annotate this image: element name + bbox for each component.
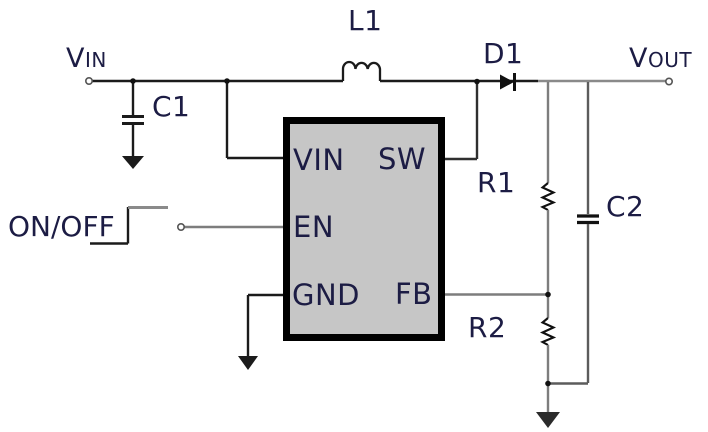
vout-label: VOUT — [629, 44, 692, 72]
junction-dot — [130, 78, 136, 84]
junction-dot — [224, 78, 230, 84]
r2-label: R2 — [468, 311, 507, 344]
d1-label: D1 — [483, 37, 524, 70]
r2-resistor-symbol — [539, 317, 557, 346]
junction-dot — [545, 380, 551, 387]
vout-label-suffix: OUT — [647, 48, 693, 72]
vin-terminal — [85, 77, 94, 86]
diode-symbol — [500, 74, 514, 90]
on-off-label: ON/OFF — [8, 210, 115, 243]
ic-body — [283, 117, 445, 341]
enable-terminal — [177, 223, 186, 232]
ground-symbol-c1 — [122, 156, 144, 169]
ic-pin-label-gnd: GND — [292, 278, 360, 312]
junction-dot — [474, 78, 480, 85]
c2-label: C2 — [606, 190, 645, 223]
ground-symbol-ic — [238, 356, 258, 370]
inductor-symbol — [341, 60, 382, 81]
c1-label: C1 — [152, 90, 191, 123]
r1-resistor-symbol — [539, 182, 557, 211]
vout-terminal — [664, 77, 673, 86]
l1-label: L1 — [348, 4, 383, 37]
ic-pin-label-en: EN — [293, 210, 335, 244]
vin-label: VIN — [66, 44, 107, 72]
ground-symbol-output — [536, 412, 560, 428]
r1-label: R1 — [477, 166, 516, 199]
vin-label-suffix: IN — [84, 48, 107, 72]
vout-label-prefix: V — [629, 43, 648, 74]
junction-dot — [545, 291, 551, 298]
vin-label-prefix: V — [66, 43, 85, 74]
ic-pin-label-fb: FB — [395, 277, 433, 311]
ic-pin-label-sw: SW — [378, 142, 427, 176]
ic-pin-label-vin: VIN — [293, 143, 345, 177]
